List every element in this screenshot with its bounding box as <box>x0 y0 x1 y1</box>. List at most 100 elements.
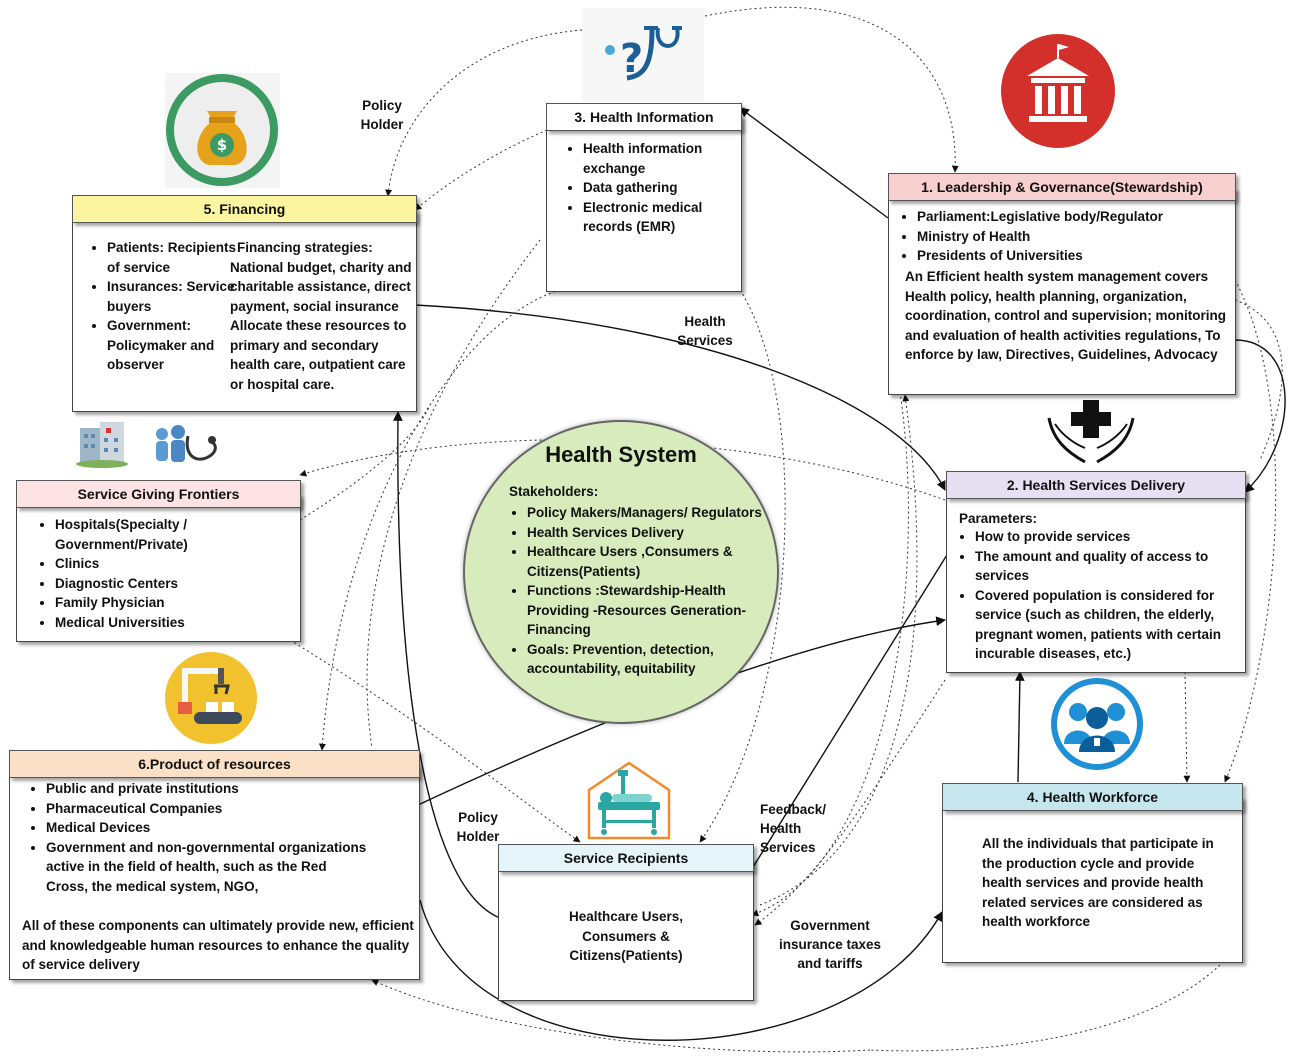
factory-robot-icon <box>160 652 262 744</box>
leadership-item: Presidents of Universities <box>917 246 1247 266</box>
hospital-bed-icon <box>586 760 672 840</box>
link-leadership-right-dot <box>1234 299 1283 461</box>
frontiers-box: Hospitals(Specialty / Government/Private… <box>16 494 301 642</box>
link-resources-workforce <box>419 899 943 1041</box>
resources-item: Medical Devices <box>46 818 430 838</box>
link-healthinfo-resources-dot <box>318 289 561 751</box>
svg-text:?: ? <box>620 36 643 82</box>
resources-list: Public and private institutions Pharmace… <box>28 779 430 896</box>
stakeholder-item: Functions :Stewardship-Health Providing … <box>527 581 767 640</box>
link-recipients-leadership-dot <box>759 394 918 906</box>
financing-item: Government: Policymaker and observer <box>107 316 242 375</box>
financing-strategies-title: Financing strategies: <box>237 240 373 255</box>
resources-item: Government and non-governmental organiza… <box>46 838 430 897</box>
recipients-header: Service Recipients <box>498 844 754 872</box>
link-workforce-bottom-dot <box>869 964 1221 1052</box>
link-delivery-workforce-dot <box>1183 671 1191 783</box>
delivery-item: How to provide services <box>975 527 1257 547</box>
health-info-item: Electronic medical records (EMR) <box>583 198 753 237</box>
link-financing-resources-dot <box>366 239 541 749</box>
delivery-list: How to provide services The amount and q… <box>957 527 1257 664</box>
delivery-box: Parameters: How to provide services The … <box>946 484 1246 673</box>
link-financing-delivery <box>414 304 946 491</box>
health-info-list: Health information exchange Data gatheri… <box>565 139 753 237</box>
health-system-circle: Health System Stakeholders: Policy Maker… <box>463 420 779 724</box>
frontiers-item: Clinics <box>55 554 311 574</box>
link-recipients-delivery <box>744 549 951 881</box>
policy-holder-bottom-label: Policy Holder <box>456 810 500 844</box>
frontiers-item: Family Physician <box>55 593 311 613</box>
workforce-text: All the individuals that participate in … <box>982 836 1214 929</box>
leadership-item: Ministry of Health <box>917 227 1247 247</box>
link-workforce-delivery <box>1014 671 1025 783</box>
leadership-text: An Efficient health system management co… <box>905 269 1227 362</box>
link-leadership-delivery <box>1234 339 1286 493</box>
delivery-item: Covered population is considered for ser… <box>975 586 1257 664</box>
frontiers-item: Medical Universities <box>55 613 311 633</box>
link-leadership-recipients-dot <box>751 391 909 917</box>
financing-header: 5. Financing <box>72 195 417 223</box>
financing-strategies-text: National budget, charity and charitable … <box>230 259 412 314</box>
link-healthinfo-leadership <box>739 107 889 219</box>
resources-item: Public and private institutions <box>46 779 430 799</box>
policy-holder-top-label: Policy Holder <box>360 98 404 132</box>
delivery-header: 2. Health Services Delivery <box>946 471 1246 499</box>
recipients-text: Healthcare Users, Consumers & Citizens(P… <box>568 909 684 963</box>
hands-cross-icon <box>1045 396 1137 466</box>
link-stethoscope-leadership <box>704 6 959 173</box>
financing-item: Patients: Recipients of service <box>107 238 242 277</box>
stakeholders-label: Stakeholders: <box>509 484 599 499</box>
leadership-item: Parliament:Legislative body/Regulator <box>917 207 1247 227</box>
government-label: Government insurance taxes and tariffs <box>778 918 882 971</box>
resources-text: All of these components can ultimately p… <box>22 918 414 972</box>
leadership-header: 1. Leadership & Governance(Stewardship) <box>888 173 1236 201</box>
health-info-item: Data gathering <box>583 178 753 198</box>
financing-item: Insurances: Service buyers <box>107 277 242 316</box>
feedback-label: Feedback/ Health Services <box>760 802 827 855</box>
leadership-list: Parliament:Legislative body/Regulator Mi… <box>899 207 1247 266</box>
leadership-box: Parliament:Legislative body/Regulator Mi… <box>888 188 1236 395</box>
resources-header: 6.Product of resources <box>9 750 420 778</box>
link-recipients-financing <box>393 411 501 919</box>
link-delivery-recipients-dot <box>754 679 946 926</box>
stakeholder-item: Policy Makers/Managers/ Regulators <box>527 503 767 523</box>
link-delivery-frontiers-dot <box>299 439 946 501</box>
link-leadership-workforce-dot <box>1224 279 1277 783</box>
link-healthinfo-recipients-dot <box>699 289 786 843</box>
delivery-params-label: Parameters: <box>959 511 1038 526</box>
health-system-title: Health System <box>545 442 697 467</box>
stethoscope-question-icon: ? <box>582 8 704 102</box>
money-bag-icon: $ <box>165 73 280 188</box>
resources-item: Pharmaceutical Companies <box>46 799 430 819</box>
frontiers-item: Hospitals(Specialty / Government/Private… <box>55 515 311 554</box>
delivery-item: The amount and quality of access to serv… <box>975 547 1257 586</box>
link-healthinfo-financing-dot <box>414 129 548 211</box>
health-info-header: 3. Health Information <box>546 103 742 131</box>
stakeholder-item: Goals: Prevention, detection, accountabi… <box>527 640 767 679</box>
workforce-header: 4. Health Workforce <box>942 783 1243 811</box>
financing-allocate-text: Allocate these resources to primary and … <box>230 318 407 392</box>
health-services-label: Health Services <box>677 314 733 348</box>
government-building-icon <box>997 32 1119 150</box>
hospital-people-icon <box>76 418 226 470</box>
resources-box: Public and private institutions Pharmace… <box>9 764 420 980</box>
recipients-box: Healthcare Users, Consumers & Citizens(P… <box>498 858 754 1001</box>
stakeholder-item: Healthcare Users ,Consumers & Citizens(P… <box>527 542 767 581</box>
frontiers-header: Service Giving Frontiers <box>16 480 301 508</box>
link-stethoscope-financing <box>385 29 583 197</box>
frontiers-item: Diagnostic Centers <box>55 574 311 594</box>
financing-list: Patients: Recipients of service Insuranc… <box>89 238 242 375</box>
stakeholder-item: Health Services Delivery <box>527 523 767 543</box>
svg-text:$: $ <box>217 136 227 154</box>
link-frontiers-recipients-dot <box>289 639 581 843</box>
financing-box: Patients: Recipients of service Insuranc… <box>72 210 417 412</box>
health-info-box: Health information exchange Data gatheri… <box>546 116 742 292</box>
link-frontiers-financing-dot <box>299 404 431 521</box>
stakeholders-list: Policy Makers/Managers/ Regulators Healt… <box>509 503 767 679</box>
frontiers-list: Hospitals(Specialty / Government/Private… <box>37 515 311 632</box>
health-info-item: Health information exchange <box>583 139 753 178</box>
workforce-box: All the individuals that participate in … <box>942 797 1243 963</box>
medical-team-icon <box>1046 676 1148 772</box>
financing-strategies: Financing strategies: National budget, c… <box>230 238 412 394</box>
